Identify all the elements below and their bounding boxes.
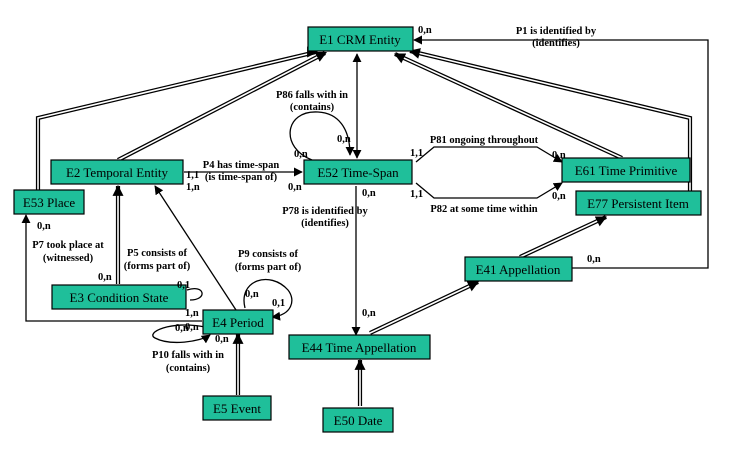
p9-self-loop bbox=[243, 278, 293, 321]
label-p7: P7 took place at bbox=[32, 240, 104, 251]
card-p9-right: 0,1 bbox=[272, 298, 285, 309]
card-p10-b: 0,n bbox=[215, 334, 229, 345]
node-e1[interactable]: E1 CRM Entity bbox=[307, 26, 414, 52]
card-p4-e2: 1,n bbox=[186, 182, 200, 193]
label-p82: P82 at some time within bbox=[430, 204, 537, 215]
svg-text:E1 CRM Entity: E1 CRM Entity bbox=[319, 32, 401, 47]
p86-self-loop bbox=[289, 111, 355, 161]
isa-e2-to-e1 bbox=[117, 51, 327, 162]
label-p1-inverse: (identifies) bbox=[532, 38, 580, 49]
node-e4[interactable]: E4 Period bbox=[202, 309, 274, 335]
node-e2[interactable]: E2 Temporal Entity bbox=[50, 159, 184, 185]
label-p1: P1 is identified by bbox=[516, 26, 597, 37]
p81-e52-to-e61 bbox=[415, 146, 563, 163]
isa-e53-to-e1 bbox=[35, 46, 319, 190]
label-p5-inverse: (forms part of) bbox=[124, 261, 191, 272]
card-p4-11: 1,1 bbox=[186, 170, 199, 181]
card-p4-e52: 0,n bbox=[288, 182, 302, 193]
label-p78-inverse: (identifies) bbox=[301, 218, 349, 229]
label-p86-inverse: (contains) bbox=[290, 102, 335, 113]
p10-self-loop bbox=[152, 324, 211, 344]
card-p86-left: 0,n bbox=[294, 149, 308, 160]
card-p81-left: 1,1 bbox=[410, 148, 423, 159]
card-e1: 0,n bbox=[418, 25, 432, 36]
node-e52[interactable]: E52 Time-Span bbox=[303, 159, 413, 185]
label-p86: P86 falls with in bbox=[276, 90, 348, 101]
label-p7-inverse: (witnessed) bbox=[43, 253, 94, 264]
isa-e61-to-e1 bbox=[394, 52, 623, 160]
label-p9: P9 consists of bbox=[238, 249, 299, 260]
isa-e44-to-e41 bbox=[369, 280, 479, 335]
card-p5-right: 0,1 bbox=[177, 280, 190, 291]
label-p10: P10 falls with in bbox=[152, 350, 224, 361]
p82-e52-to-e61 bbox=[415, 182, 563, 199]
isa-e41-to-e77 bbox=[519, 215, 607, 259]
card-p9-top: 0,n bbox=[245, 289, 259, 300]
svg-text:E2 Temporal Entity: E2 Temporal Entity bbox=[66, 165, 169, 180]
card-e4-0n: 0,n bbox=[185, 322, 199, 333]
svg-text:E77 Persistent Item: E77 Persistent Item bbox=[587, 196, 689, 211]
label-p5: P5 consists of bbox=[127, 248, 188, 259]
node-e50[interactable]: E50 Date bbox=[322, 407, 394, 433]
node-e3[interactable]: E3 Condition State bbox=[51, 284, 187, 310]
svg-text:E52 Time-Span: E52 Time-Span bbox=[317, 165, 399, 180]
svg-text:E44 Time Appellation: E44 Time Appellation bbox=[302, 340, 417, 355]
svg-text:E50 Date: E50 Date bbox=[334, 413, 383, 428]
svg-text:E53 Place: E53 Place bbox=[23, 195, 76, 210]
card-p86-top: 0,n bbox=[337, 134, 351, 145]
svg-text:E61 Time Primitive: E61 Time Primitive bbox=[575, 163, 678, 178]
p7-e4-to-e53 bbox=[21, 214, 202, 322]
label-p10-inverse: (contains) bbox=[166, 363, 211, 374]
card-p82-right: 0,n bbox=[552, 191, 566, 202]
card-e41: 0,n bbox=[587, 254, 601, 265]
label-p81: P81 ongoing throughout bbox=[430, 135, 539, 146]
label-p9-inverse: (forms part of) bbox=[235, 262, 302, 273]
card-p82-left: 1,1 bbox=[410, 189, 423, 200]
node-e77[interactable]: E77 Persistent Item bbox=[575, 190, 702, 216]
p5-self-loop bbox=[186, 288, 203, 301]
label-p78: P78 is identified by bbox=[282, 206, 368, 217]
svg-text:E5 Event: E5 Event bbox=[213, 401, 261, 416]
svg-text:E4 Period: E4 Period bbox=[212, 315, 264, 330]
card-e53: 0,n bbox=[37, 221, 51, 232]
node-e44[interactable]: E44 Time Appellation bbox=[288, 334, 431, 360]
isa-e4-to-e2 bbox=[154, 185, 237, 311]
card-p78-bottom: 0,n bbox=[362, 308, 376, 319]
svg-text:E41 Appellation: E41 Appellation bbox=[476, 262, 561, 277]
card-e4-1n: 1,n bbox=[185, 308, 199, 319]
p1-e41-to-e1 bbox=[413, 35, 709, 269]
card-p78-top: 0,n bbox=[362, 188, 376, 199]
label-p4-inverse: (is time-span of) bbox=[205, 172, 278, 183]
node-e53[interactable]: E53 Place bbox=[13, 189, 85, 215]
node-e41[interactable]: E41 Appellation bbox=[464, 256, 573, 282]
cardinalities: 0,n 0,n 0,n 0,n 1,n 1,1 1,1 0,n 1,1 0,n … bbox=[37, 25, 601, 345]
card-p81-right: 0,n bbox=[552, 150, 566, 161]
node-e5[interactable]: E5 Event bbox=[202, 395, 272, 421]
card-p10-a: 0,n bbox=[175, 323, 189, 334]
svg-text:E3 Condition State: E3 Condition State bbox=[70, 290, 169, 305]
node-e61[interactable]: E61 Time Primitive bbox=[561, 157, 691, 183]
label-p4: P4 has time-span bbox=[203, 160, 280, 171]
card-p5-left: 0,n bbox=[98, 272, 112, 283]
property-labels: P1 is identified by (identifies) P86 fal… bbox=[32, 26, 597, 374]
